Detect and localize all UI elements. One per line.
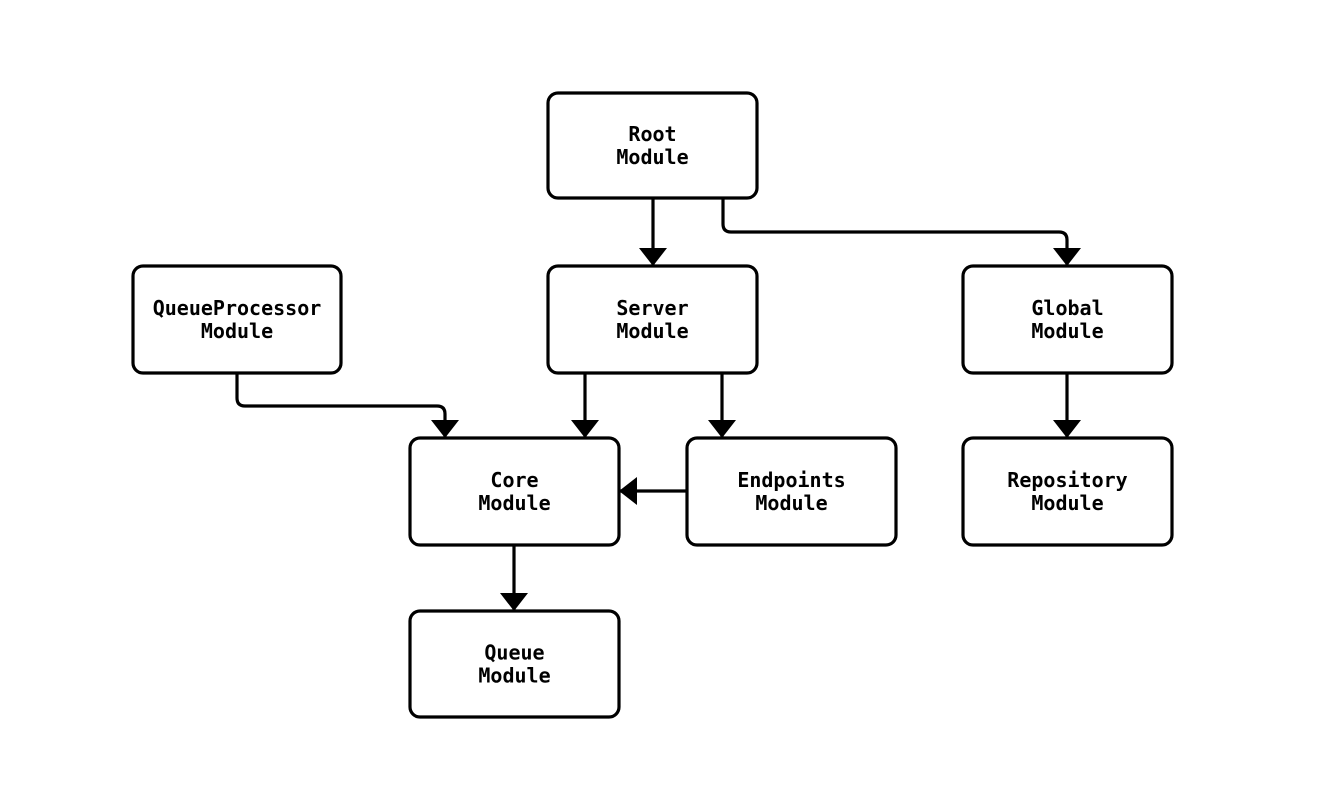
node-endpoints-module-box (685, 436, 898, 547)
node-queue-module-box (408, 609, 621, 719)
node-server-module-label-line-2: Module (616, 319, 688, 343)
node-queue-module-label-line-1: Queue (484, 641, 544, 665)
edge-root-module-to-global-module (721, 196, 1081, 268)
node-queue-module-label-line-2: Module (478, 664, 550, 688)
node-endpoints-module-label-line-1: Endpoints (737, 468, 845, 492)
node-server-module-label-line-1: Server (616, 296, 688, 320)
node-endpoints-module-label-line-2: Module (755, 491, 827, 515)
node-root-module-box (546, 91, 759, 200)
node-repository-module-label-line-2: Module (1031, 491, 1103, 515)
edges-layer (235, 196, 1081, 613)
node-core-module-label-line-1: Core (490, 468, 538, 492)
node-repository-module-label-line-1: Repository (1007, 468, 1127, 492)
edge-queueprocessor-module-to-core-module (235, 371, 459, 440)
node-global-module-label-line-2: Module (1031, 319, 1103, 343)
node-global-module-box (961, 264, 1174, 375)
node-queueprocessor-module-box (131, 264, 343, 375)
node-core-module-label-line-2: Module (478, 491, 550, 515)
node-queueprocessor-module-label-line-2: Module (201, 319, 273, 343)
node-queueprocessor-module-label-line-1: QueueProcessor (153, 296, 322, 320)
node-global-module-label-line-1: Global (1031, 296, 1103, 320)
node-root-module-label-line-2: Module (616, 145, 688, 169)
node-repository-module-box (961, 436, 1174, 547)
node-core-module-box (408, 436, 621, 547)
node-root-module-label-line-1: Root (628, 122, 676, 146)
node-server-module-box (546, 264, 759, 375)
